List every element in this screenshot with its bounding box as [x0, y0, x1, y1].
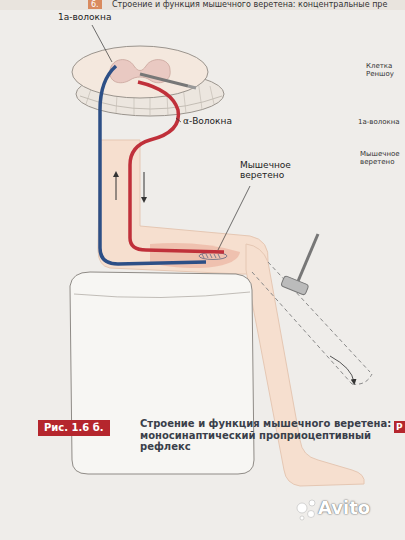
lower-leg — [246, 244, 364, 486]
tab-letter: Р — [394, 421, 405, 433]
up-arrow — [116, 174, 117, 200]
leader-line — [218, 186, 250, 250]
header-strip — [0, 0, 405, 10]
figure-caption: Строение и функция мышечного веретена: м… — [140, 418, 395, 453]
header-text: Строение и функция мышечного веретена: к… — [112, 0, 387, 9]
cut-label: Клетка Реншоу — [366, 62, 402, 78]
leader-line — [92, 25, 112, 62]
fiber-label: 1a-волокна — [58, 12, 111, 22]
figure-number: Рис. 1.6 б. — [44, 422, 104, 434]
spindle-label: Мышечное веретено — [240, 160, 320, 181]
dashed-leg — [252, 262, 372, 384]
reflex-hammer — [281, 234, 318, 295]
section-number: 6. — [88, 0, 102, 9]
leader-line — [176, 118, 181, 122]
watermark: Avito — [318, 498, 370, 519]
cut-label: 1а-волокна — [358, 118, 402, 126]
cut-label: Мышечное веретено — [360, 150, 402, 166]
watermark-icon — [297, 500, 315, 520]
figure-tab: Рис. 1.6 б. — [38, 420, 110, 436]
kick-arrow — [330, 356, 354, 382]
spinal-cord — [72, 46, 224, 116]
afferent-fiber — [100, 66, 206, 264]
fiber-label: α-Волокна — [183, 116, 232, 126]
down-arrow — [144, 172, 145, 200]
efferent-fiber — [130, 82, 224, 252]
